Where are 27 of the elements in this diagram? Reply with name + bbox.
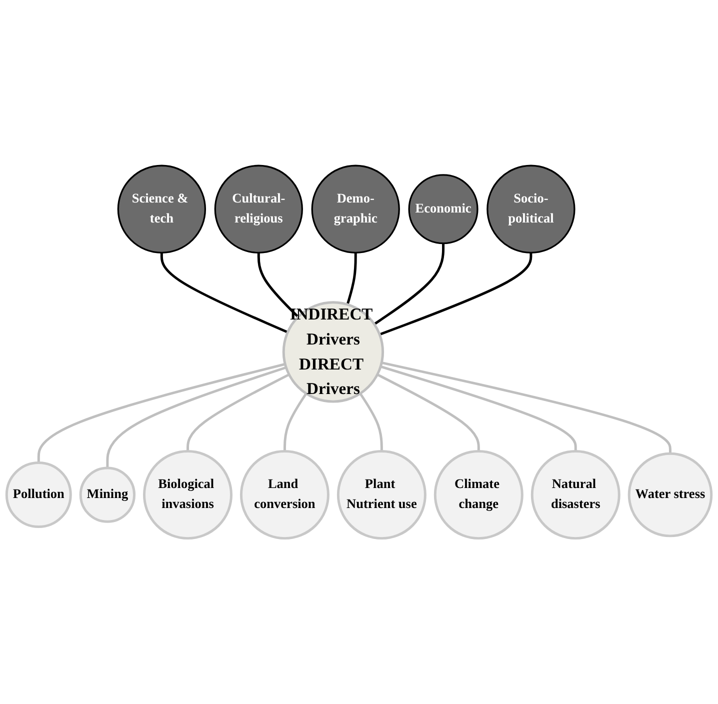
node-circle: Natural disasters (530, 450, 620, 540)
connector (283, 392, 308, 452)
connector (359, 392, 383, 452)
connector (186, 373, 290, 452)
connector (374, 243, 445, 326)
node-circle: Land conversion (240, 450, 330, 540)
node-circle: INDIRECT Drivers DIRECT Drivers (282, 301, 384, 403)
connector (257, 252, 299, 318)
connector (379, 252, 532, 336)
node-circle: Economic (408, 174, 478, 244)
node-circle: Climate change (434, 450, 524, 540)
node-circle: Demo-graphic (311, 164, 400, 254)
connector (381, 361, 672, 454)
node-circle: Socio-political (486, 164, 576, 254)
node-circle: Mining (79, 466, 136, 523)
node-circle: Plant Nutrient use (336, 450, 426, 540)
connector (376, 373, 480, 452)
connector (160, 252, 288, 334)
node-circle: Water stress (628, 452, 713, 538)
node-circle: Cultural-religious (214, 164, 303, 254)
connector (380, 365, 577, 452)
node-circle: Science & tech (117, 164, 206, 254)
connector (346, 252, 357, 305)
node-circle: Pollution (5, 462, 72, 528)
connector (106, 366, 286, 468)
node-circle: Biological invasions (143, 450, 232, 540)
connector (37, 362, 286, 463)
